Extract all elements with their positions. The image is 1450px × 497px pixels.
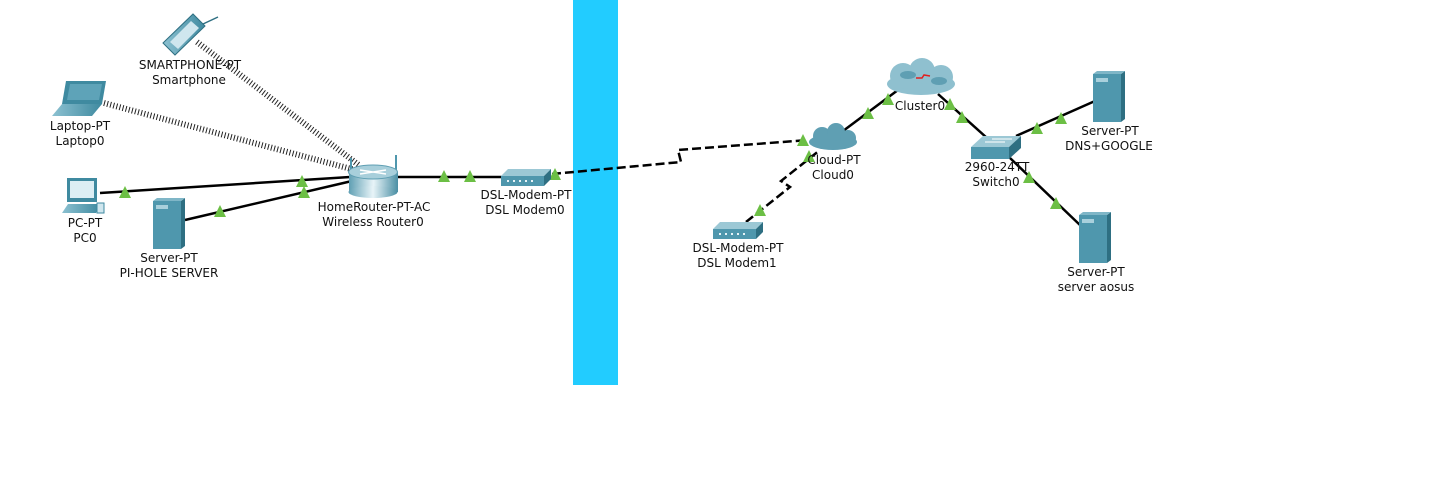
- link-switch-aosus[interactable]: [1009, 157, 1082, 227]
- link-up-icon: [944, 98, 956, 110]
- cloud-icon: [809, 123, 857, 150]
- boundary-bar: [573, 0, 618, 385]
- laptop-icon: [52, 81, 106, 116]
- device-name: server aosus: [1058, 280, 1135, 294]
- device-name: DSL Modem0: [485, 203, 564, 217]
- device-model: PC-PT: [68, 216, 103, 230]
- link-up-icon: [298, 186, 310, 198]
- device-name: Smartphone: [152, 73, 226, 87]
- device-dsl-modem1[interactable]: DSL-Modem-PT DSL Modem1: [693, 222, 785, 270]
- wireless-link-smartphone[interactable]: [195, 39, 362, 169]
- device-name: Cluster0: [895, 99, 945, 113]
- link-server-router[interactable]: [184, 179, 353, 222]
- switch-icon: [971, 136, 1021, 159]
- link-status-indicators: [119, 93, 1067, 217]
- device-pihole-server[interactable]: Server-PT PI-HOLE SERVER: [120, 198, 219, 280]
- device-model: Server-PT: [1067, 265, 1125, 279]
- device-model: Cloud-PT: [807, 153, 861, 167]
- link-up-icon: [803, 150, 815, 162]
- device-model: HomeRouter-PT-AC: [318, 200, 431, 214]
- link-up-icon: [1023, 171, 1035, 183]
- link-up-icon: [119, 186, 131, 198]
- device-name: DSL Modem1: [697, 256, 776, 270]
- device-pc[interactable]: PC-PT PC0: [62, 178, 105, 245]
- device-wireless-router[interactable]: HomeRouter-PT-AC Wireless Router0: [318, 155, 431, 229]
- smartphone-icon: [162, 13, 219, 56]
- cluster-icon: [887, 58, 955, 95]
- link-modem0-cloud[interactable]: [551, 138, 809, 176]
- device-dsl-modem0[interactable]: DSL-Modem-PT DSL Modem0: [481, 169, 573, 217]
- link-up-icon: [549, 168, 561, 180]
- link-up-icon: [882, 93, 894, 105]
- link-up-icon: [1055, 112, 1067, 124]
- device-dns-server[interactable]: Server-PT DNS+GOOGLE: [1065, 71, 1153, 153]
- link-up-icon: [438, 170, 450, 182]
- link-up-icon: [1050, 197, 1062, 209]
- pc-icon: [62, 178, 105, 214]
- device-aosus-server[interactable]: Server-PT server aosus: [1058, 212, 1135, 294]
- device-model: Server-PT: [1081, 124, 1139, 138]
- device-name: Switch0: [972, 175, 1019, 189]
- device-name: DNS+GOOGLE: [1065, 139, 1153, 153]
- device-model: SMARTPHONE-PT: [139, 58, 242, 72]
- server-icon: [153, 198, 185, 249]
- device-laptop[interactable]: Laptop-PT Laptop0: [50, 81, 111, 148]
- link-pc-router[interactable]: [99, 175, 351, 195]
- device-model: DSL-Modem-PT: [693, 241, 785, 255]
- device-name: Laptop0: [56, 134, 105, 148]
- device-name: Cloud0: [812, 168, 854, 182]
- link-up-icon: [214, 205, 226, 217]
- link-switch-dns[interactable]: [1015, 99, 1096, 138]
- device-smartphone[interactable]: SMARTPHONE-PT Smartphone: [139, 13, 242, 87]
- link-up-icon: [956, 111, 968, 123]
- device-model: DSL-Modem-PT: [481, 188, 573, 202]
- link-up-icon: [797, 134, 809, 146]
- device-model: Laptop-PT: [50, 119, 111, 133]
- server-icon: [1079, 212, 1111, 263]
- link-up-icon: [296, 175, 308, 187]
- modem-icon: [713, 222, 763, 239]
- device-name: PI-HOLE SERVER: [120, 266, 219, 280]
- device-name: Wireless Router0: [322, 215, 423, 229]
- router-icon: [348, 155, 398, 198]
- server-icon: [1093, 71, 1125, 122]
- link-cloud-cluster[interactable]: [842, 88, 899, 133]
- link-modem1-cloud[interactable]: [745, 149, 821, 223]
- link-up-icon: [862, 107, 874, 119]
- device-model: Server-PT: [140, 251, 198, 265]
- modem-icon: [501, 169, 551, 186]
- link-up-icon: [754, 204, 766, 216]
- link-up-icon: [1031, 122, 1043, 134]
- device-cloud[interactable]: Cloud-PT Cloud0: [807, 123, 861, 182]
- device-switch[interactable]: 2960-24TT Switch0: [965, 136, 1030, 189]
- device-cluster[interactable]: Cluster0: [887, 58, 955, 113]
- device-name: PC0: [73, 231, 96, 245]
- wireless-link-laptop[interactable]: [103, 100, 356, 173]
- link-up-icon: [464, 170, 476, 182]
- device-model: 2960-24TT: [965, 160, 1030, 174]
